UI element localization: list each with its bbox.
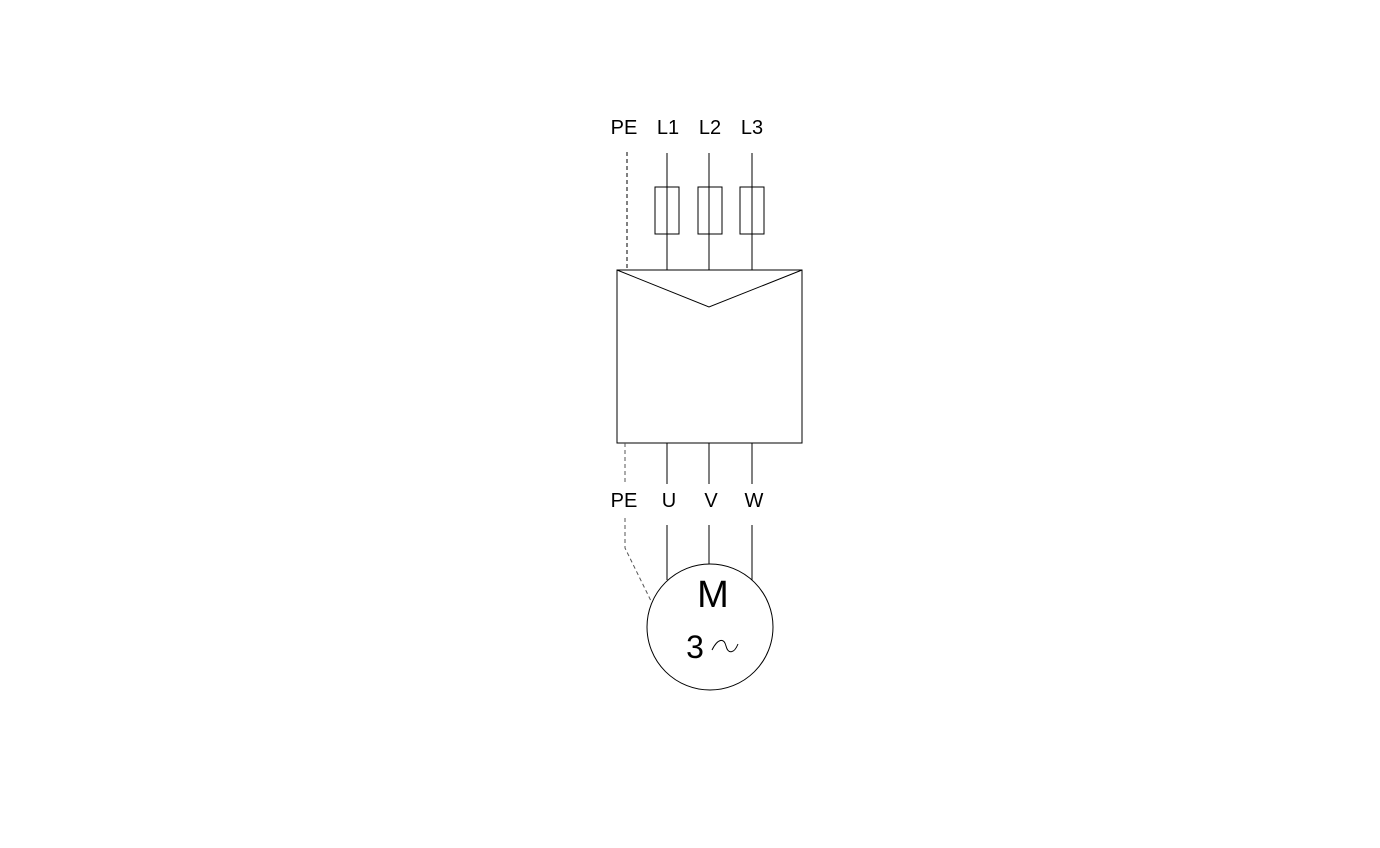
ac-tilde-icon bbox=[711, 640, 739, 653]
converter-symbol bbox=[616, 269, 803, 308]
label-l1: L1 bbox=[657, 117, 679, 139]
label-v: V bbox=[704, 490, 718, 512]
motor-letter: M bbox=[697, 574, 729, 616]
label-u: U bbox=[662, 490, 676, 512]
label-pe-supply: PE bbox=[611, 117, 638, 139]
label-l2: L2 bbox=[699, 117, 721, 139]
motor-circle bbox=[646, 563, 774, 691]
fuse-l2 bbox=[697, 186, 723, 235]
label-pe-output: PE bbox=[611, 490, 638, 512]
converter-box bbox=[616, 269, 803, 444]
label-l3: L3 bbox=[741, 117, 763, 139]
motor-phases: 3 bbox=[686, 629, 704, 665]
label-w: W bbox=[745, 490, 764, 512]
pe-motor-line bbox=[624, 518, 653, 604]
